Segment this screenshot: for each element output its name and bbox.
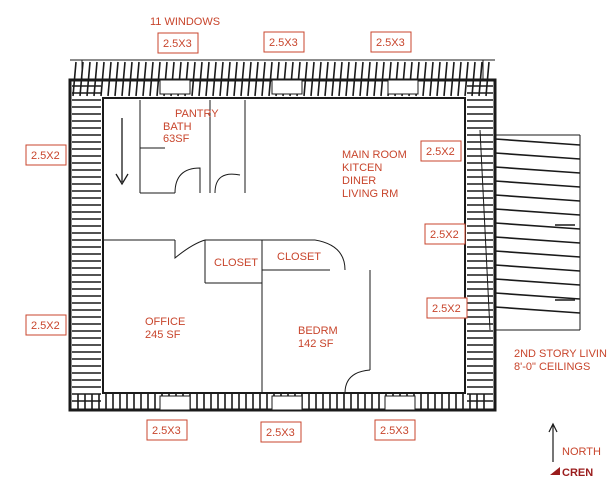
room-label-bedroom: BEDRM bbox=[298, 325, 338, 337]
svg-text:2.5X2: 2.5X2 bbox=[31, 150, 60, 162]
note-ceilings: 8'-0" CEILINGS bbox=[514, 361, 590, 373]
window-label-bottom-1: 2.5X3 bbox=[146, 419, 188, 441]
svg-text:2.5X3: 2.5X3 bbox=[163, 38, 192, 50]
svg-text:2.5X3: 2.5X3 bbox=[152, 425, 181, 437]
svg-text:CREN: CREN bbox=[562, 467, 593, 479]
room-label-closet-left: CLOSET bbox=[214, 257, 258, 269]
svg-text:2.5X3: 2.5X3 bbox=[269, 37, 298, 49]
room-label-main-2: KITCEN bbox=[342, 162, 382, 174]
window-label-left-2: 2.5X2 bbox=[25, 314, 67, 336]
inner-wall bbox=[102, 97, 466, 394]
room-area-bedroom: 142 SF bbox=[298, 338, 334, 350]
wall-framing bbox=[72, 61, 493, 410]
window-label-right-3: 2.5X2 bbox=[426, 297, 468, 319]
deck-joists bbox=[494, 138, 581, 314]
svg-text:2.5X3: 2.5X3 bbox=[380, 425, 409, 437]
window-openings bbox=[159, 79, 419, 411]
window-label-bottom-3: 2.5X3 bbox=[374, 419, 416, 441]
interior-walls bbox=[103, 100, 371, 394]
svg-text:2.5X2: 2.5X2 bbox=[432, 303, 461, 315]
room-label-closet-right: CLOSET bbox=[277, 251, 321, 263]
window-label-bottom-2: 2.5X3 bbox=[260, 421, 302, 443]
svg-text:2.5X3: 2.5X3 bbox=[376, 37, 405, 49]
room-label-main-3: DINER bbox=[342, 175, 376, 187]
brand-logo: CREN bbox=[548, 464, 610, 480]
window-label-right-2: 2.5X2 bbox=[424, 223, 466, 245]
north-arrow-icon bbox=[548, 422, 558, 462]
window-label-right-1: 2.5X2 bbox=[420, 140, 462, 162]
room-label-main-4: LIVING RM bbox=[342, 188, 398, 200]
note-second-story: 2ND STORY LIVIN bbox=[514, 348, 607, 360]
svg-text:2.5X2: 2.5X2 bbox=[430, 229, 459, 241]
svg-text:2.5X2: 2.5X2 bbox=[31, 320, 60, 332]
outer-wall bbox=[68, 78, 497, 412]
room-area-office: 245 SF bbox=[145, 329, 181, 341]
stair-arrow-icon bbox=[115, 118, 129, 186]
room-label-office: OFFICE bbox=[145, 316, 185, 328]
room-label-pantry: PANTRY bbox=[175, 108, 219, 120]
room-label-main-1: MAIN ROOM bbox=[342, 149, 407, 161]
window-label-left-1: 2.5X2 bbox=[25, 144, 67, 166]
diagram-title: 11 WINDOWS bbox=[150, 16, 220, 28]
svg-text:2.5X3: 2.5X3 bbox=[266, 427, 295, 439]
room-area-bath: 63SF bbox=[163, 133, 190, 145]
window-label-top-3: 2.5X3 bbox=[370, 31, 412, 53]
window-label-top-1: 2.5X3 bbox=[157, 32, 199, 54]
window-label-top-2: 2.5X3 bbox=[263, 31, 305, 53]
svg-text:2.5X2: 2.5X2 bbox=[426, 146, 455, 158]
room-label-bath: BATH bbox=[163, 121, 192, 133]
note-north: NORTH bbox=[562, 446, 601, 458]
deck-framing bbox=[479, 129, 581, 331]
